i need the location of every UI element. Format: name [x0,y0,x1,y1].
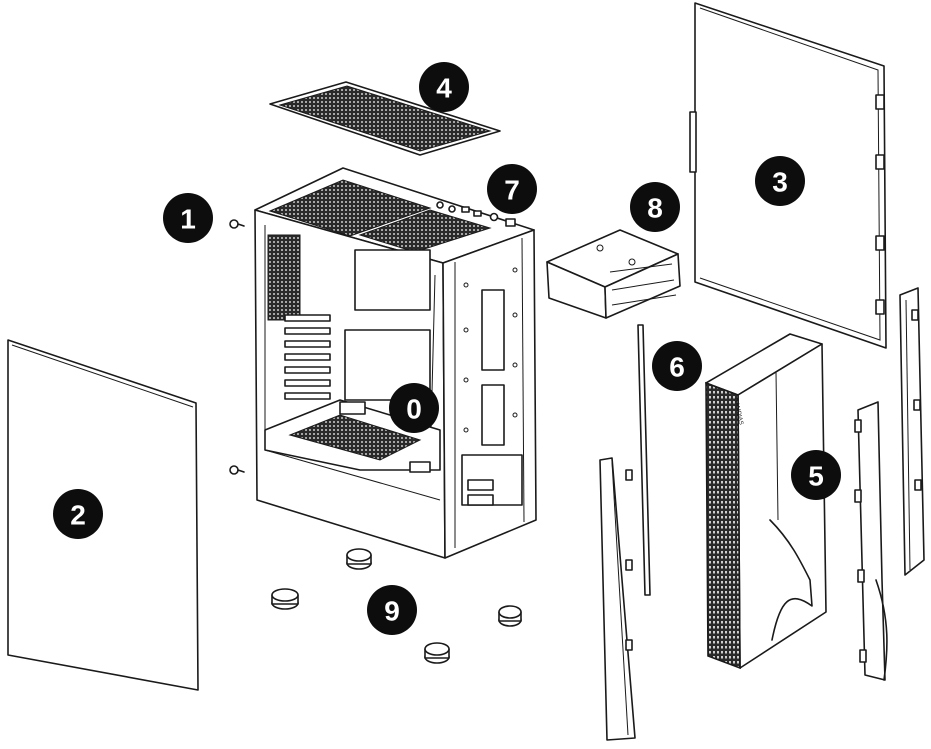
drive-cage [546,229,681,319]
callout-9: 9 [367,585,417,635]
callout-2: 2 [53,489,103,539]
rear-bezel-trim [899,287,925,576]
callout-6-label: 6 [669,352,685,383]
callout-8: 8 [630,182,680,232]
left-side-panel [7,339,199,691]
foot-1 [346,548,372,570]
callout-1: 1 [163,193,213,243]
callout-4-label: 4 [436,73,452,104]
right-bezel-trim [854,401,888,681]
callout-9-label: 9 [384,596,400,627]
callout-7-label: 7 [504,175,520,206]
chassis [254,167,537,559]
callout-5-label: 5 [808,461,824,492]
callout-3-label: 3 [772,167,788,198]
foot-4 [424,642,450,664]
callout-6: 6 [652,341,702,391]
front-panel: GAMDIAS [705,333,827,670]
callout-2-label: 2 [70,500,86,531]
callout-0: 0 [389,383,439,433]
thumb-screws [229,219,245,475]
callout-4: 4 [419,62,469,112]
foot-2 [271,588,299,610]
case-feet [271,548,522,664]
callout-7: 7 [487,164,537,214]
callout-1-label: 1 [180,204,196,235]
top-dust-filter [269,81,501,156]
callout-8-label: 8 [647,193,663,224]
foot-3 [498,605,522,627]
expansion-slots [284,314,331,400]
callout-5: 5 [791,450,841,500]
left-bezel-trim [599,457,636,741]
front-panel-logo: GAMDIAS [732,397,744,425]
callout-3: 3 [755,156,805,206]
callout-0-label: 0 [406,394,422,425]
light-strip [637,324,651,596]
